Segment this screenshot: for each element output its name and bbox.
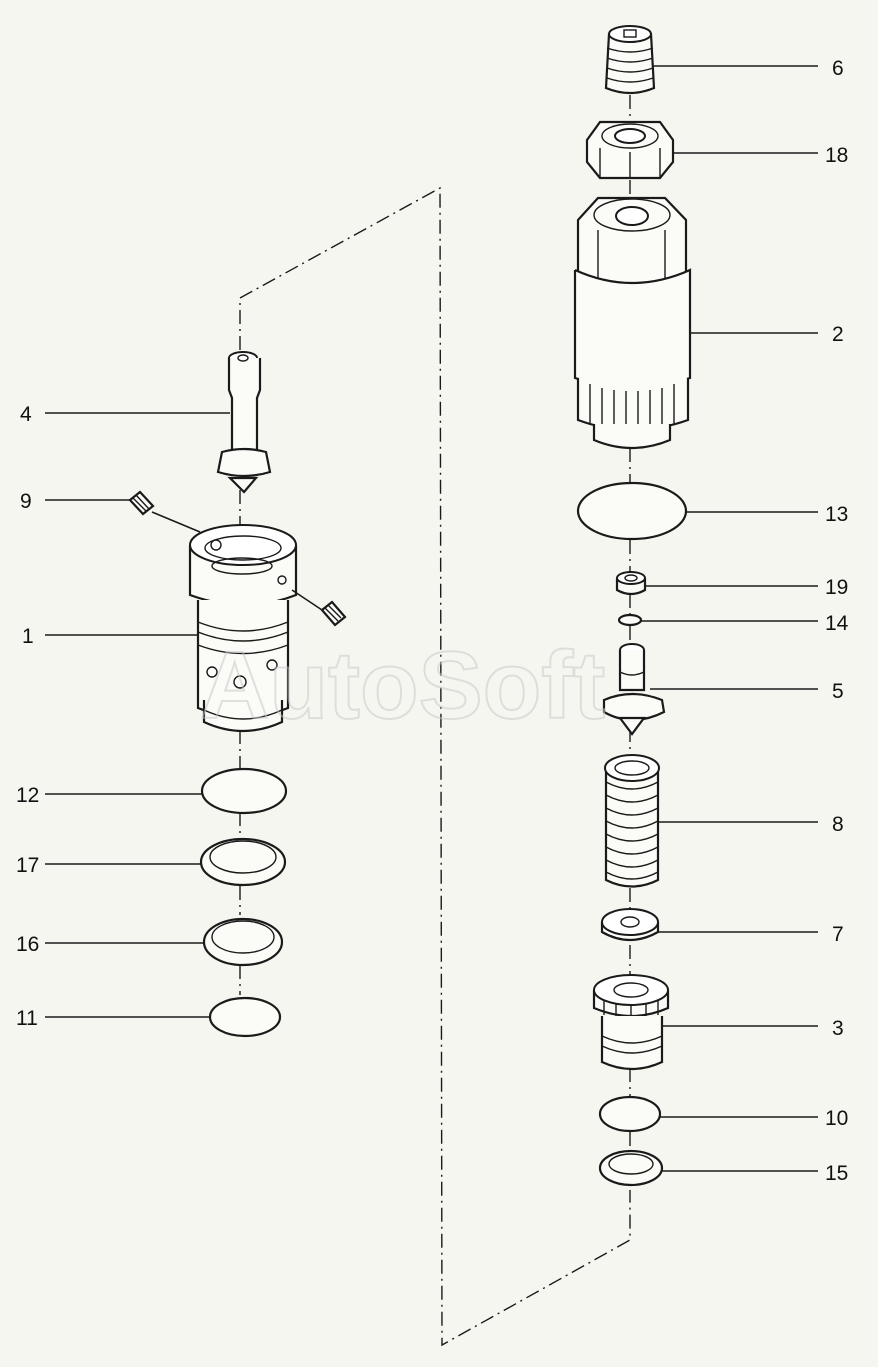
part-7-spring-seat [600, 908, 660, 942]
callout-4: 4 [20, 403, 32, 426]
callout-17: 17 [16, 854, 39, 877]
part-2-valve-cap [573, 196, 692, 450]
callout-11: 11 [16, 1007, 38, 1030]
callout-7: 7 [832, 923, 844, 946]
part-8-spring [604, 754, 660, 888]
part-5-poppet [602, 643, 666, 736]
callout-2: 2 [832, 323, 844, 346]
callout-5: 5 [832, 680, 844, 703]
callout-3: 3 [832, 1017, 844, 1040]
part-10-o-ring [598, 1095, 662, 1133]
watermark-text: AutoSoft [200, 632, 605, 739]
part-12-o-ring [200, 767, 288, 815]
callout-16: 16 [16, 933, 39, 956]
part-1-valve-body [188, 524, 298, 733]
callout-10: 10 [825, 1107, 848, 1130]
part-3-plug [592, 974, 670, 1071]
part-15-backup-ring [598, 1149, 664, 1187]
part-13-o-ring [576, 481, 688, 541]
part-14-o-ring [617, 613, 643, 627]
part-18-lock-nut [585, 120, 675, 180]
part-9-set-screw-b [320, 600, 347, 627]
part-4-stem [216, 351, 272, 494]
callout-15: 15 [825, 1162, 848, 1185]
callout-labels: 4 9 1 12 17 16 11 6 18 2 13 19 14 5 8 7 … [16, 57, 849, 1185]
part-9-set-screw [128, 490, 155, 516]
callout-8: 8 [832, 813, 844, 836]
callout-14: 14 [825, 612, 849, 635]
callout-9: 9 [20, 490, 32, 513]
part-17-backup-ring [199, 837, 287, 887]
part-19-collar [615, 571, 647, 596]
callout-18: 18 [825, 144, 848, 167]
leader-lines [45, 65, 818, 1172]
callout-12: 12 [16, 784, 39, 807]
callout-1: 1 [22, 625, 34, 648]
part-11-o-ring [208, 996, 282, 1038]
callout-19: 19 [825, 576, 848, 599]
part-16-backup-ring [202, 917, 284, 967]
part-6-adjusting-screw [604, 25, 656, 95]
callout-13: 13 [825, 503, 848, 526]
callout-6: 6 [832, 57, 844, 80]
